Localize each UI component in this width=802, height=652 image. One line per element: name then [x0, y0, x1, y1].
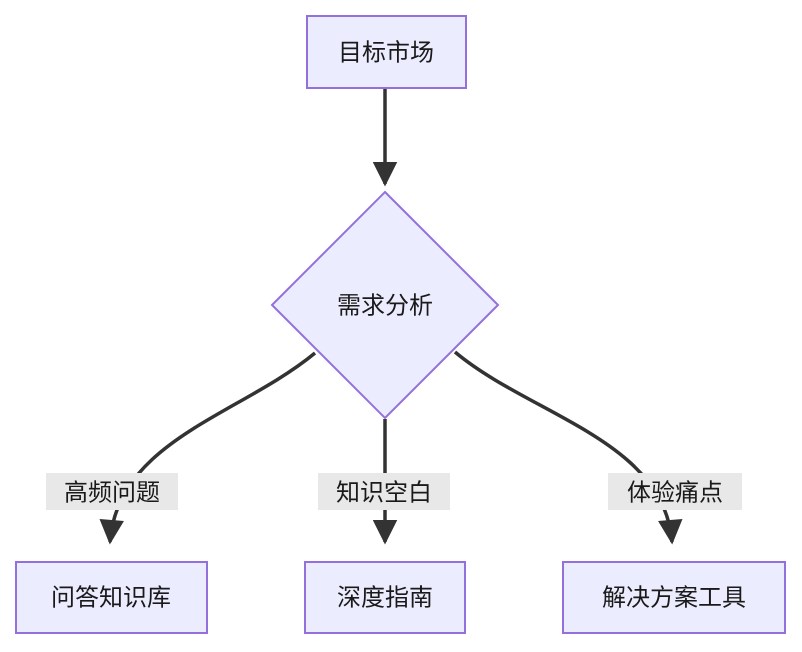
edge-label-bg — [318, 473, 450, 510]
node-demand-analysis: 需求分析 — [270, 190, 500, 420]
edge-label-bg — [46, 473, 178, 510]
node-label-text: 问答知识库 — [51, 584, 171, 611]
node-label-text: 深度指南 — [337, 584, 433, 611]
node-rect — [304, 561, 466, 634]
node-rect — [306, 15, 467, 89]
edge-label-bg — [608, 473, 742, 510]
node-label-text: 目标市场 — [338, 39, 434, 66]
edge-demand-analysis-to-solution-tools — [453, 350, 683, 545]
node-qa-knowledge-base: 问答知识库 — [15, 561, 208, 634]
edge-label-experience-pain-points: 体验痛点 — [608, 473, 742, 510]
node-label-text: 需求分析 — [337, 292, 433, 319]
edge-label-text: 体验痛点 — [627, 479, 723, 506]
node-target-market: 目标市场 — [306, 15, 467, 89]
node-diamond — [270, 190, 500, 420]
edge-label-text: 高频问题 — [64, 479, 160, 506]
node-rect — [15, 561, 208, 634]
node-label-text: 解决方案工具 — [602, 584, 746, 611]
node-solution-tools: 解决方案工具 — [562, 561, 786, 634]
edge-demand-analysis-to-qa-knowledge-base — [99, 351, 317, 545]
node-rect — [562, 561, 786, 634]
edge-label-text: 知识空白 — [336, 479, 432, 506]
edge-label-high-frequency-questions: 高频问题 — [46, 473, 178, 510]
node-depth-guide: 深度指南 — [304, 561, 466, 634]
edge-label-knowledge-gap: 知识空白 — [318, 473, 450, 510]
